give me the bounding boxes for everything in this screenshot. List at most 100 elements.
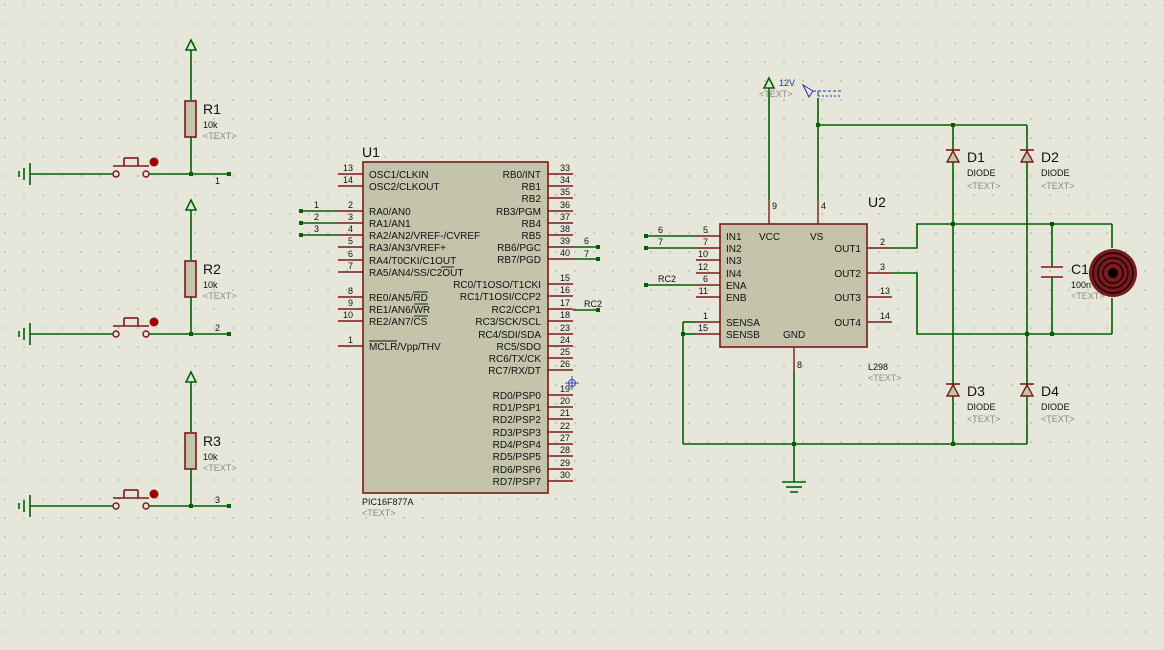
pin-name: IN4 (726, 269, 742, 280)
resistor-r1[interactable] (184, 100, 197, 138)
pin-name: GND (783, 330, 805, 341)
input-button-2-group: R2 10k <TEXT> 2 (18, 198, 237, 345)
switch-actuator-icon[interactable] (149, 157, 159, 167)
net-label: 1 (215, 176, 220, 186)
pin-name: RB6/PGC (497, 243, 541, 254)
pin-number: 24 (560, 335, 570, 345)
pin-number: 7 (703, 237, 708, 247)
pin-name: RC7/RX/DT (488, 366, 541, 377)
dc-motor-icon[interactable] (1089, 224, 1137, 334)
pin-number: 1 (348, 335, 353, 345)
diode-d4[interactable] (1019, 383, 1035, 397)
switch-actuator-icon[interactable] (149, 489, 159, 499)
voltage-probe-icon[interactable] (801, 83, 843, 98)
diode-d2[interactable] (1019, 149, 1035, 163)
pin-name: SENSA (726, 318, 760, 329)
pin-number: 15 (698, 323, 708, 333)
pin-name: RE1/AN6/WR (369, 305, 430, 316)
pin-name: RA5/AN4/SS/C2OUT (369, 268, 463, 279)
switch-actuator-icon[interactable] (149, 317, 159, 327)
u1-microcontroller[interactable]: U1 PIC16F877A <TEXT> 13OSC1/CLKIN14OSC2/… (338, 144, 573, 518)
resistor-r2[interactable] (184, 260, 197, 298)
push-button-switch[interactable] (112, 317, 159, 338)
net-label: 2 (215, 323, 220, 333)
u1-body[interactable] (362, 161, 549, 494)
u2-ref-label: U2 (868, 194, 886, 210)
resistor-text-label: <TEXT> (203, 131, 237, 141)
pin-name: RA0/AN0 (369, 207, 411, 218)
diode-text-label: <TEXT> (1041, 414, 1075, 424)
pin-number: 29 (560, 458, 570, 468)
resistor-r3[interactable] (184, 432, 197, 470)
pin-name: RB7/PGD (497, 255, 541, 266)
pin-number: 10 (698, 249, 708, 259)
net-label: 1 (314, 200, 319, 210)
pin-number: 27 (560, 433, 570, 443)
capacitor-c1[interactable]: C1 100n <TEXT> (1041, 224, 1105, 334)
push-button-switch[interactable] (112, 489, 159, 510)
pin-number: 10 (343, 310, 353, 320)
pin-name: RB1 (522, 182, 542, 193)
diode-d3[interactable] (945, 383, 961, 397)
u2-body[interactable] (719, 223, 868, 348)
diode-d1[interactable] (945, 149, 961, 163)
pin-number: 25 (560, 347, 570, 357)
pin-number: 21 (560, 408, 570, 418)
pin-number: 9 (772, 201, 777, 211)
pin-name: RC4/SDI/SDA (478, 330, 541, 341)
pin-number: 2 (348, 200, 353, 210)
diode-text-label: <TEXT> (1041, 181, 1075, 191)
pin-number: 30 (560, 470, 570, 480)
u2-motor-driver[interactable]: U2 L298 <TEXT> 5IN17IN210IN312IN46ENA11E… (696, 194, 902, 383)
